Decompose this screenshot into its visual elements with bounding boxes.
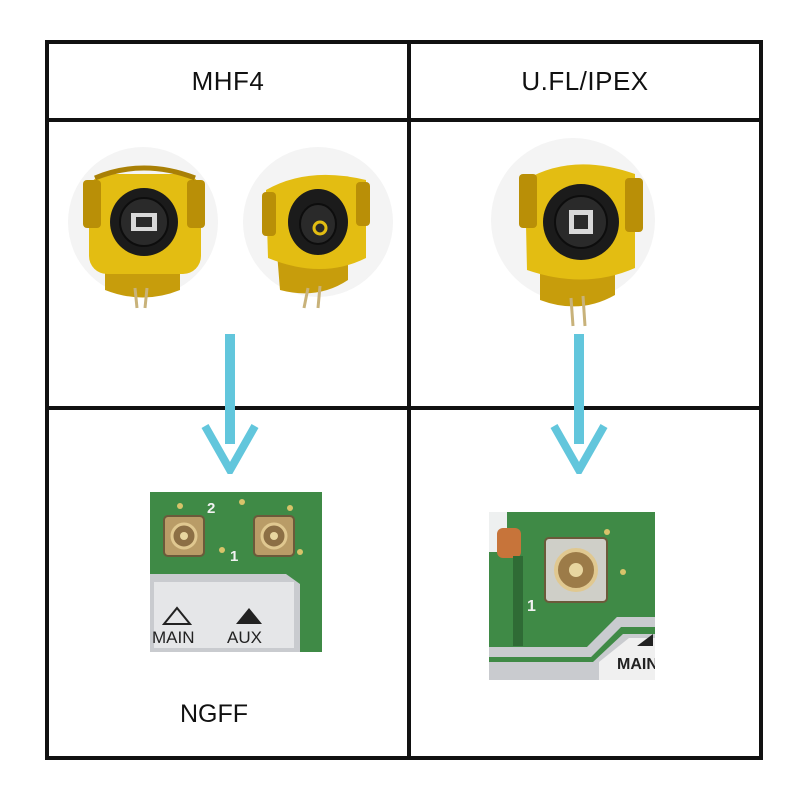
- mhf4-connector-angled-image: [243, 147, 393, 309]
- column-divider: [407, 44, 411, 756]
- header-divider: [49, 118, 759, 122]
- label-main: MAIN: [152, 628, 195, 647]
- triangle-filled-icon: [637, 634, 653, 646]
- triangle-filled-icon: [236, 608, 262, 624]
- header-mhf4: MHF4: [191, 65, 265, 96]
- triangle-outline-icon: [162, 606, 192, 625]
- label-aux: AUX: [227, 628, 262, 647]
- mhf4-connector-front-image: [68, 147, 218, 309]
- connector-number-1-right: 1: [527, 598, 536, 615]
- ufl-board-image: [489, 512, 655, 680]
- arrow-down-icon: [550, 334, 608, 474]
- header-ufl-ipex: U.FL/IPEX: [521, 65, 649, 96]
- ngff-board-image: [150, 492, 322, 652]
- arrow-down-icon: [201, 334, 259, 474]
- comparison-table: MHF4 U.FL/IPEX: [45, 40, 763, 760]
- ufl-ipex-connector-image: [491, 138, 655, 327]
- label-main-right: MAIN: [617, 656, 655, 673]
- row-divider: [49, 406, 759, 410]
- connector-number-2: 2: [207, 500, 216, 517]
- connector-number-1: 1: [230, 548, 239, 565]
- ngff-caption: NGFF: [180, 700, 249, 728]
